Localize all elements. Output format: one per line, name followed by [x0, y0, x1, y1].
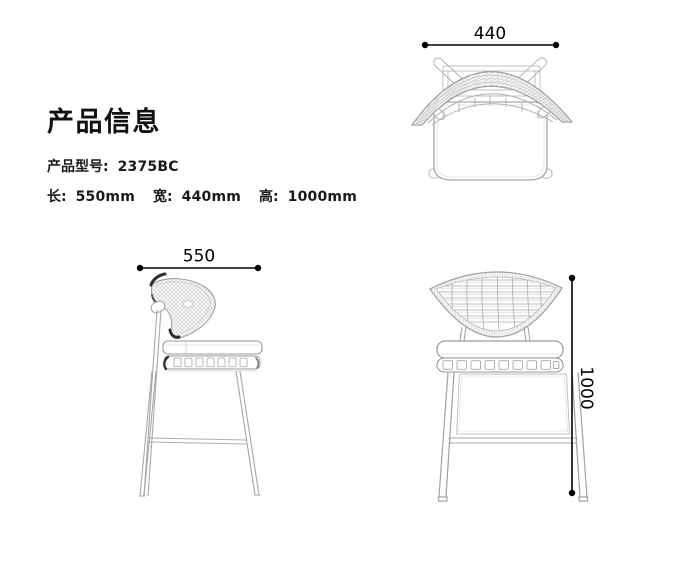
- width-label: 宽:: [153, 189, 173, 205]
- foot-left: [437, 496, 448, 502]
- seat-apron-front: [436, 357, 564, 373]
- post-cap: [150, 300, 166, 314]
- dimension-endpoint-dot: [568, 274, 576, 282]
- top-view-dimension-label: 440: [474, 24, 506, 44]
- seat-apron-side: [163, 355, 261, 372]
- dimensions-line: 长: 550mm 宽: 440mm 高: 1000mm: [47, 186, 375, 206]
- backrest-front: [429, 271, 563, 338]
- side-view-dimension: 550: [136, 247, 262, 272]
- legs-front: [437, 371, 589, 502]
- side-view-chair: [139, 272, 263, 497]
- side-view-drawing: 550: [136, 247, 263, 497]
- apron-dark-wrap: [163, 355, 170, 371]
- model-label: 产品型号:: [47, 159, 109, 175]
- backrest-posts: [459, 326, 531, 342]
- front-view-dimension-label: 1000: [576, 366, 596, 409]
- stretcher-front: [448, 437, 578, 444]
- top-view-chair: [411, 57, 573, 181]
- model-line: 产品型号: 2375BC: [47, 156, 375, 176]
- backrest-slat-band: [427, 93, 558, 126]
- back-post: [147, 309, 162, 497]
- top-view: 440: [396, 24, 588, 194]
- side-view: 550: [116, 244, 288, 510]
- front-view-drawing: 1000: [429, 271, 596, 502]
- back-frame: [456, 373, 570, 435]
- stretcher-side: [148, 437, 247, 445]
- front-view: 1000: [413, 260, 615, 514]
- height-value: 1000mm: [287, 189, 357, 205]
- width-value: 440mm: [181, 189, 242, 205]
- side-view-dimension-label: 550: [183, 247, 215, 267]
- dimension-endpoint-dot: [136, 264, 144, 272]
- seat-cushion-front: [436, 340, 564, 359]
- front-view-dimension: 1000: [568, 274, 596, 497]
- backrest-gap: [183, 300, 193, 308]
- dimension-endpoint-dot: [254, 264, 262, 272]
- backrest-arc: [411, 71, 573, 126]
- product-info-panel: 产品信息 产品型号: 2375BC 长: 550mm 宽: 440mm 高: 1000mm: [47, 100, 375, 206]
- dimension-endpoint-dot: [568, 489, 576, 497]
- backrest-side: [149, 272, 216, 340]
- front-view-chair: [429, 271, 589, 502]
- length-label: 长:: [47, 189, 67, 205]
- back-post: [143, 309, 158, 497]
- height-label: 高:: [259, 189, 279, 205]
- legs-side: [139, 370, 260, 497]
- backrest-dark-cap-bottom: [168, 328, 181, 339]
- page-title: 产品信息: [47, 107, 161, 138]
- backrest-dark-cap-top: [149, 272, 167, 287]
- seat-cushion-side: [162, 340, 263, 355]
- foot-right: [578, 496, 589, 502]
- dimension-endpoint-dot: [552, 41, 560, 49]
- top-view-dimension: 440: [421, 24, 560, 49]
- dimension-endpoint-dot: [421, 41, 429, 49]
- model-value: 2375BC: [117, 159, 179, 175]
- top-view-drawing: 440: [411, 24, 573, 181]
- length-value: 550mm: [75, 189, 136, 205]
